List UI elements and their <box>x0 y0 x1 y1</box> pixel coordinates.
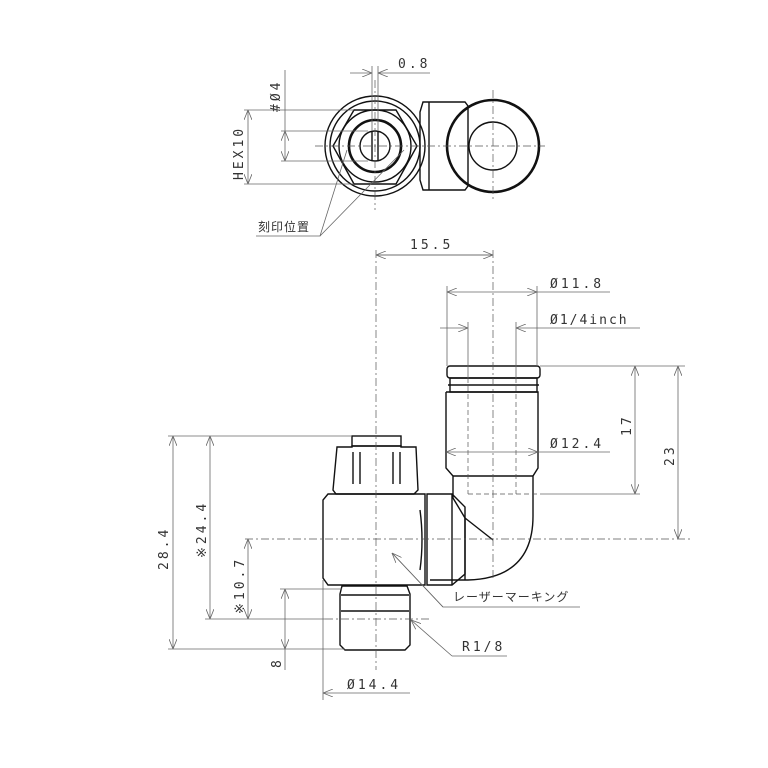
dim-hole: #Ø4 <box>269 80 284 112</box>
top-view: 0.8 #Ø4 HEX10 刻印位置 <box>232 57 545 237</box>
dim-release-button: Ø11.8 <box>550 277 604 292</box>
dim-center-height: ※10.7 <box>233 557 248 614</box>
dim-offset: 0.8 <box>398 57 430 72</box>
dim-height-ref: ※24.4 <box>195 501 210 558</box>
dim-hex: HEX10 <box>232 126 247 180</box>
marking-position-label: 刻印位置 <box>258 219 310 234</box>
dim-hex-width: Ø14.4 <box>347 678 401 693</box>
thread-label: R1/8 <box>462 640 505 655</box>
dim-body: Ø12.4 <box>550 437 604 452</box>
dim-center-distance: 15.5 <box>410 238 453 253</box>
dim-total-height: 28.4 <box>157 527 172 570</box>
dim-thread-length: 8 <box>270 657 285 668</box>
dim-17: 17 <box>620 414 635 436</box>
dim-23: 23 <box>663 444 678 466</box>
laser-marking-label: レーザーマーキング <box>453 590 569 604</box>
dim-tube: Ø1/4inch <box>550 313 629 328</box>
side-view: 15.5 Ø11.8 Ø1/4inch Ø12.4 17 23 28.4 <box>157 238 690 700</box>
